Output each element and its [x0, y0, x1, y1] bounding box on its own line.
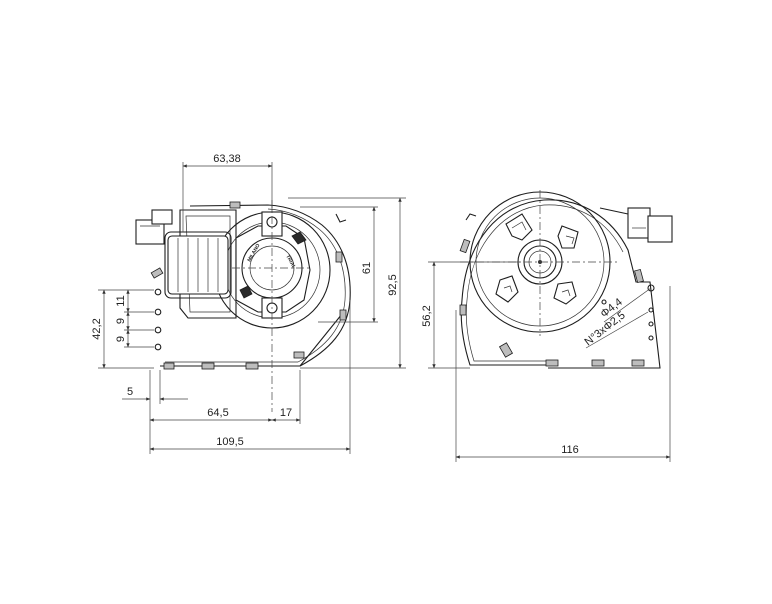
dim-64-5: 64,5	[207, 407, 228, 419]
right-terminal-block	[599, 207, 673, 243]
dim-9-upper: 9	[115, 318, 127, 324]
dim-9-lower: 9	[115, 336, 127, 342]
housing-clips	[150, 201, 347, 370]
dim-92-5: 92,5	[387, 274, 399, 295]
motor-stator: MILANO TRIAL	[235, 211, 311, 319]
left-bracket-holes	[154, 288, 162, 351]
dim-56-2: 56,2	[421, 305, 433, 326]
dim-61: 61	[361, 262, 373, 274]
dim-109-5: 109,5	[216, 436, 244, 448]
right-bracket-holes	[601, 284, 655, 341]
dim-63-38: 63,38	[213, 153, 241, 165]
dim-42-2: 42,2	[91, 318, 103, 339]
dim-116: 116	[561, 444, 579, 456]
right-housing-clips	[459, 238, 645, 367]
dim-17: 17	[280, 407, 292, 419]
right-view	[459, 190, 673, 369]
left-view: MILANO TRIAL	[135, 200, 351, 412]
left-terminal-block	[135, 209, 173, 245]
left-dimensions: 63,38 61 92,5 42,2 11 9 9 5 64,5	[91, 153, 406, 454]
dim-11: 11	[115, 295, 127, 306]
left-housing-scroll	[160, 204, 351, 367]
right-housing-scroll	[460, 199, 661, 369]
dim-5: 5	[127, 386, 133, 398]
motor-coil	[164, 231, 232, 299]
hub-clips	[495, 213, 579, 305]
